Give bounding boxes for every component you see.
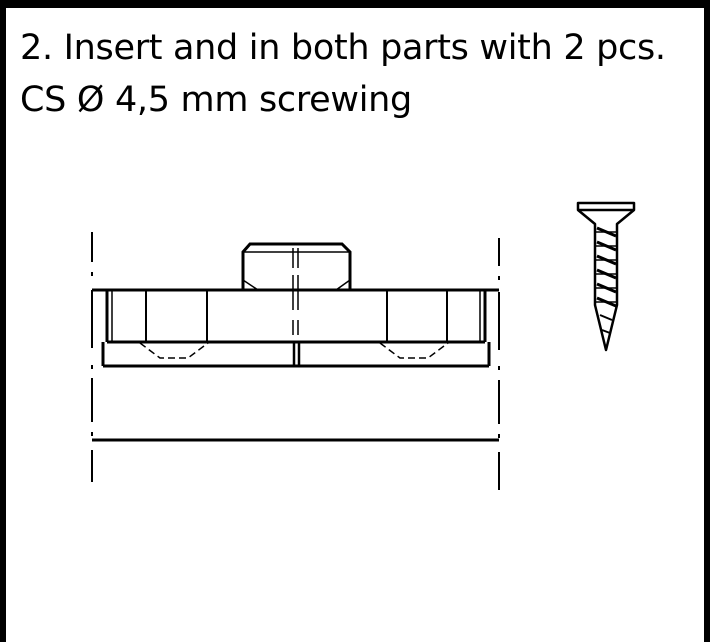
top-boss — [241, 242, 352, 291]
instruction-line-2: CS Ø 4,5 mm screwing — [20, 80, 412, 120]
countersunk-screw-icon — [576, 201, 636, 352]
hidden-countersinks — [139, 342, 449, 359]
instruction-line-1: 2. Insert and in both parts with 2 pcs. — [20, 28, 666, 68]
instruction-text: 2. Insert and in both parts with 2 pcs. … — [20, 22, 700, 126]
center-axis — [292, 248, 299, 335]
panel-right-border — [704, 0, 710, 642]
connector-assembly-drawing — [91, 232, 500, 490]
connector-plate — [92, 288, 499, 368]
panel-left-border — [0, 0, 6, 642]
panel-top-border — [0, 0, 710, 8]
